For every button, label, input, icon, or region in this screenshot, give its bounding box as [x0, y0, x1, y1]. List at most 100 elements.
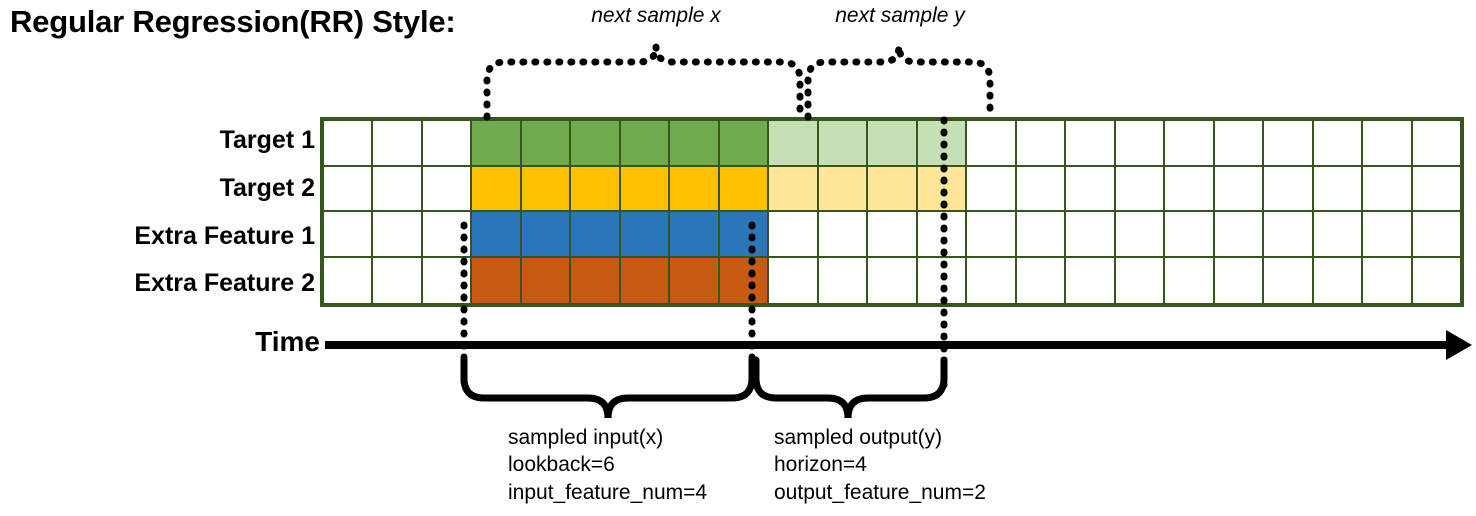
grid-cell — [1115, 166, 1164, 210]
grid-cell — [620, 166, 669, 210]
grid-cell — [373, 257, 421, 303]
grid-cell — [324, 212, 372, 256]
grid-cell — [422, 257, 471, 303]
grid-cell — [1165, 257, 1213, 303]
brace-next-sample-x — [483, 45, 804, 121]
grid-cell — [1412, 212, 1461, 256]
grid-cell — [571, 166, 619, 210]
grid-cell — [917, 121, 966, 165]
brace-sampled-input — [460, 356, 756, 419]
grid-cell — [1214, 257, 1263, 303]
grid-cell — [1115, 257, 1164, 303]
caption-input-line-2: lookback=6 — [508, 453, 615, 477]
grid-cell — [472, 257, 520, 303]
grid-cell — [1264, 257, 1312, 303]
caption-output-line-3: output_feature_num=2 — [774, 480, 986, 504]
grid-cell — [769, 212, 817, 256]
grid-cell — [868, 166, 916, 210]
grid-cell — [521, 212, 570, 256]
grid-cell — [1264, 121, 1312, 165]
timeline-grid — [320, 117, 1464, 307]
grid-cell — [373, 212, 421, 256]
grid-cell — [472, 121, 520, 165]
grid-cell — [324, 121, 372, 165]
row-label-target-2: Target 2 — [219, 174, 315, 202]
grid-cell — [769, 121, 817, 165]
grid-cell — [818, 166, 867, 210]
grid-cell — [719, 121, 768, 165]
grid-cell — [422, 121, 471, 165]
grid-cell — [868, 212, 916, 256]
annotation-next-sample-y: next sample y — [835, 4, 965, 27]
row-label-extra-feature-1: Extra Feature 1 — [134, 222, 315, 250]
caption-sampled-output: sampled output(y) horizon=4 output_featu… — [774, 424, 986, 506]
grid-cell — [1264, 166, 1312, 210]
grid-cell — [620, 121, 669, 165]
grid-cell — [1165, 121, 1213, 165]
grid-cell — [571, 212, 619, 256]
grid-cell — [521, 121, 570, 165]
grid-cell — [868, 257, 916, 303]
grid-cell — [1016, 166, 1065, 210]
grid-cell — [670, 121, 718, 165]
grid-cell — [1115, 121, 1164, 165]
grid-cell — [1313, 212, 1362, 256]
grid-cell — [917, 212, 966, 256]
grid-cell — [670, 166, 718, 210]
grid-row — [324, 257, 1461, 303]
grid-cell — [324, 257, 372, 303]
grid-cell — [1313, 257, 1362, 303]
grid-cell — [719, 212, 768, 256]
grid-cell — [670, 257, 718, 303]
grid-cell — [1412, 121, 1461, 165]
page-title: Regular Regression(RR) Style: — [10, 4, 456, 39]
grid-cell — [324, 166, 372, 210]
grid-cell — [967, 212, 1015, 256]
grid-cell — [967, 166, 1015, 210]
grid-cell — [620, 257, 669, 303]
grid-cell — [1363, 257, 1411, 303]
grid-cell — [373, 121, 421, 165]
grid-cell — [1016, 121, 1065, 165]
grid-cell — [1313, 121, 1362, 165]
grid-cell — [422, 166, 471, 210]
grid-cell — [1214, 212, 1263, 256]
row-label-column: Target 1 Target 2 Extra Feature 1 Extra … — [5, 0, 315, 516]
grid-cell — [571, 121, 619, 165]
grid-cell — [1066, 257, 1114, 303]
grid-cell — [1066, 121, 1114, 165]
brace-next-sample-y — [804, 45, 994, 121]
grid-cell — [769, 166, 817, 210]
grid-cell — [472, 166, 520, 210]
grid-cell — [1363, 121, 1411, 165]
grid-cell — [719, 166, 768, 210]
grid-cell — [1264, 212, 1312, 256]
grid-cell — [1214, 166, 1263, 210]
caption-input-line-1: sampled input(x) — [508, 426, 664, 449]
grid-cell — [818, 212, 867, 256]
caption-output-line-1: sampled output(y) — [774, 426, 943, 449]
grid-cell — [818, 121, 867, 165]
grid-cell — [1412, 166, 1461, 210]
grid-cell — [967, 121, 1015, 165]
grid-row — [324, 121, 1461, 167]
grid-cell — [422, 212, 471, 256]
caption-output-line-2: horizon=4 — [774, 453, 867, 477]
time-axis-arrow — [325, 330, 1472, 360]
grid-cell — [1066, 166, 1114, 210]
caption-sampled-input: sampled input(x) lookback=6 input_featur… — [508, 424, 707, 506]
grid-cell — [1066, 212, 1114, 256]
grid-cell — [1313, 166, 1362, 210]
grid-cell — [373, 166, 421, 210]
grid-cell — [967, 257, 1015, 303]
grid-cell — [917, 257, 966, 303]
row-label-target-1: Target 1 — [219, 126, 315, 154]
grid-cell — [620, 212, 669, 256]
grid-cell — [1412, 257, 1461, 303]
grid-cell — [868, 121, 916, 165]
grid-cell — [571, 257, 619, 303]
grid-cell — [719, 257, 768, 303]
annotation-next-sample-x: next sample x — [591, 4, 721, 27]
brace-sampled-output — [752, 356, 948, 419]
